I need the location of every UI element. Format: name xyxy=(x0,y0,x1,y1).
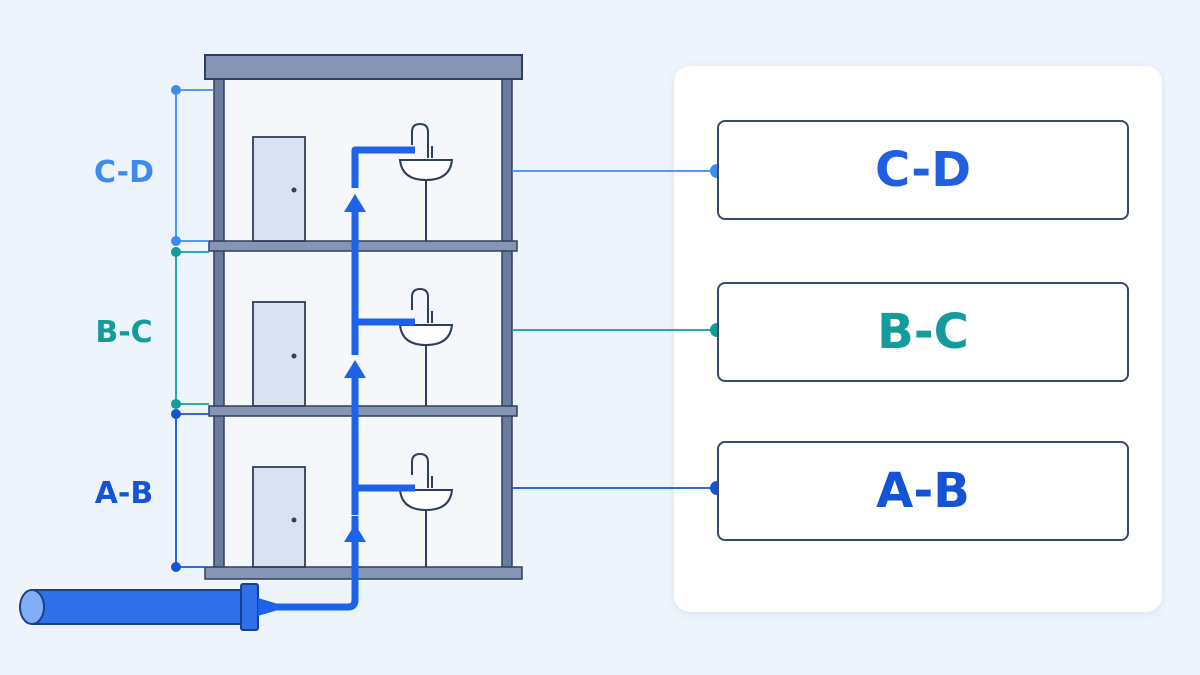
building-right-wall xyxy=(501,77,513,573)
zone-card-c-d: C-D xyxy=(717,120,1129,220)
door-icon xyxy=(252,466,306,568)
zone-card-a-b: A-B xyxy=(717,441,1129,541)
zone-side-label-a-b: A-B xyxy=(95,476,154,511)
zone-side-label-b-c: B-C xyxy=(95,315,152,350)
zone-card-b-c: B-C xyxy=(717,282,1129,382)
arrow-up-icon xyxy=(344,194,366,212)
sink-icon xyxy=(398,452,454,567)
floor-slab-upper xyxy=(208,240,518,252)
building-roof xyxy=(204,54,523,80)
door-icon xyxy=(252,136,306,242)
sink-icon xyxy=(398,287,454,406)
zone-bracket-a-b xyxy=(171,409,209,572)
zone-side-label-c-d: C-D xyxy=(94,155,154,190)
building-left-wall xyxy=(213,77,225,573)
floor-slab-ground xyxy=(204,566,523,580)
sink-icon xyxy=(398,122,454,241)
arrow-up-icon xyxy=(344,524,366,542)
arrow-up-icon xyxy=(344,360,366,378)
door-icon xyxy=(252,301,306,407)
arrow-right-icon xyxy=(258,598,288,616)
zone-bracket-c-d xyxy=(171,85,214,246)
zone-bracket-b-c xyxy=(171,247,209,409)
water-flow-path xyxy=(258,146,415,611)
floor-slab-middle xyxy=(208,405,518,417)
supply-pipe-icon xyxy=(19,583,259,631)
